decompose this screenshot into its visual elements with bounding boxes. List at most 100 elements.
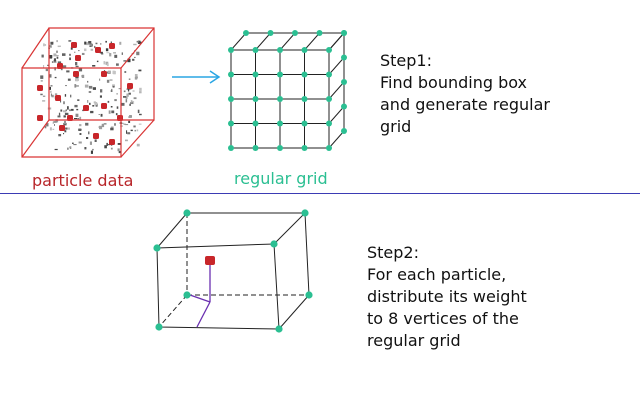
speckle [104, 145, 107, 149]
particle-data-label: particle data [32, 171, 134, 190]
speckle [67, 147, 69, 150]
grid-node [267, 30, 274, 36]
grid-node [301, 47, 308, 53]
grid-line [304, 32, 320, 51]
speckle [45, 68, 48, 72]
speckle [75, 75, 79, 79]
grid-node [228, 71, 234, 78]
speckle [117, 148, 120, 152]
speckle [57, 115, 61, 118]
grid-node [301, 145, 308, 151]
speckle [110, 106, 113, 108]
grid-node [292, 30, 298, 36]
grid-node [243, 30, 249, 36]
speckle [67, 106, 69, 110]
speckle [55, 119, 59, 123]
speckle [88, 41, 92, 44]
speckle [100, 43, 102, 45]
grid-node [252, 96, 259, 102]
cube-edge [273, 212, 306, 245]
cube-vertex [275, 325, 283, 333]
speckle [42, 100, 46, 102]
speckle [137, 40, 141, 44]
speckle [70, 94, 72, 98]
speckle [75, 62, 78, 66]
particle-dot [37, 85, 43, 91]
weight-distribution-cube [153, 209, 313, 333]
speckle [41, 54, 44, 58]
speckle [69, 146, 71, 149]
speckle [54, 124, 55, 126]
speckle [139, 87, 142, 91]
grid-node [228, 120, 234, 127]
speckle [69, 53, 71, 56]
speckle [111, 110, 115, 114]
step1-title: Step1: [380, 51, 432, 70]
speckle [88, 85, 93, 89]
speckle [114, 99, 117, 102]
step1-line: Find bounding box [380, 73, 527, 92]
speckle [130, 129, 133, 132]
speckle [53, 121, 57, 123]
speckle [64, 120, 66, 124]
speckle [99, 125, 103, 130]
particle-dot [101, 71, 107, 77]
grid-node [341, 128, 347, 134]
speckle [46, 123, 49, 127]
speckle [99, 95, 102, 98]
cube-vertex [301, 209, 309, 217]
grid-line [328, 106, 345, 124]
speckle [118, 88, 122, 90]
grid-line [230, 32, 247, 51]
speckle [73, 144, 77, 146]
speckle [106, 79, 110, 83]
speckle [86, 137, 89, 139]
speckle [43, 65, 45, 68]
speckle [75, 65, 79, 68]
speckle [48, 46, 52, 48]
speckle [90, 110, 94, 114]
speckle [78, 128, 82, 131]
particle-dot [101, 103, 107, 109]
particle-dot [71, 42, 77, 48]
speckle [101, 123, 105, 128]
speckle [53, 53, 57, 57]
grid-node [252, 71, 259, 78]
step2-title: Step2: [367, 243, 419, 262]
speckle [84, 147, 87, 150]
speckle [134, 76, 138, 80]
speckle [99, 51, 103, 54]
particle-dot [127, 83, 133, 89]
speckle [74, 51, 76, 53]
grid-line [279, 32, 296, 51]
speckle [56, 50, 58, 53]
grid-node [277, 120, 283, 127]
speckle [138, 69, 142, 72]
speckle [50, 90, 52, 93]
speckle [136, 143, 140, 147]
speckle [100, 113, 103, 117]
grid-line [255, 32, 271, 51]
grid-node [326, 96, 332, 102]
particle-dot [93, 133, 99, 139]
speckle [58, 112, 61, 116]
speckle [100, 89, 103, 93]
speckle [68, 40, 72, 42]
speckle [78, 50, 80, 52]
speckle [86, 42, 90, 46]
speckle [77, 99, 80, 101]
speckle [48, 74, 52, 78]
grid-node [326, 47, 332, 53]
speckle [63, 133, 65, 135]
grid-node [341, 79, 347, 85]
speckle [63, 101, 65, 105]
speckle [54, 67, 56, 71]
speckle [98, 114, 100, 115]
speckle [128, 78, 131, 80]
speckle [106, 142, 108, 146]
speckle [60, 109, 63, 112]
grid-node [228, 145, 234, 151]
speckle [130, 100, 133, 103]
speckle [129, 103, 131, 106]
